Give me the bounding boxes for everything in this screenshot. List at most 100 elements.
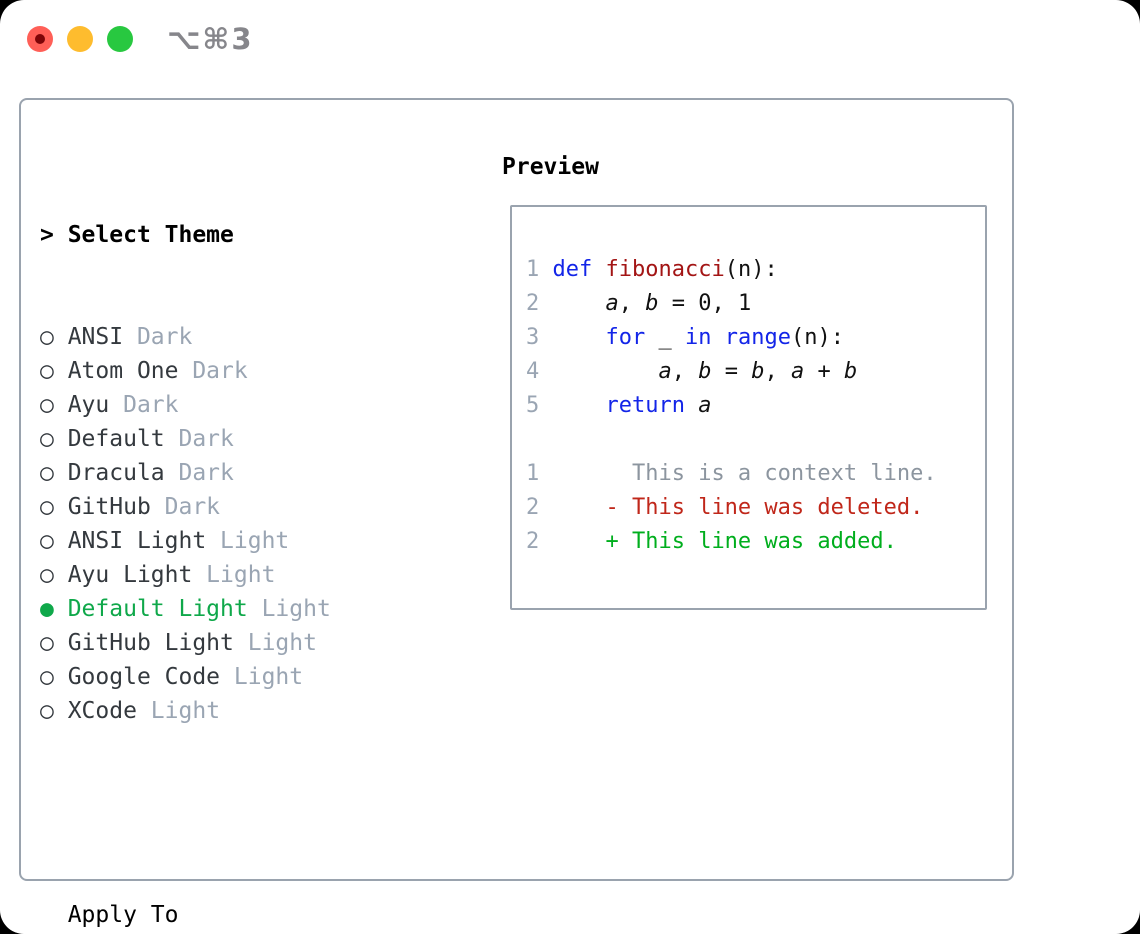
code-segment-var: a (605, 291, 619, 316)
code-segment-kw: return (605, 393, 685, 418)
theme-option-ayu[interactable]: ○ Ayu Dark (40, 388, 490, 422)
code-segment-fn: fibonacci (605, 257, 725, 282)
radio-unselected-icon: ○ (40, 698, 68, 724)
theme-option-xcode[interactable]: ○ XCode Light (40, 694, 490, 728)
option-label: Atom One (67, 358, 179, 384)
code-line: 2 + This line was added. (526, 525, 977, 559)
code-segment-ctx: This is a context line. (552, 461, 937, 486)
radio-unselected-icon: ○ (40, 426, 68, 452)
code-line: 1 This is a context line. (526, 457, 977, 491)
theme-option-atom-one[interactable]: ○ Atom One Dark (40, 354, 490, 388)
option-label: ANSI (67, 324, 124, 350)
option-label: ANSI Light (67, 528, 207, 554)
radio-unselected-icon: ○ (40, 528, 68, 554)
code-segment-var: b (751, 359, 765, 384)
theme-option-default-light[interactable]: ● Default Light Light (40, 592, 490, 626)
code-segment-pl: (n): (724, 257, 778, 282)
theme-variant-label: Light (247, 596, 331, 622)
theme-picker-panel: > Select Theme ○ ANSI Dark○ Atom One Dar… (19, 98, 1014, 928)
preview-lines: 1 def fibonacci(n): 2 a, b = 0, 1 3 for _ … (526, 253, 977, 559)
code-segment-pl (553, 393, 606, 418)
line-number: 1 (526, 257, 553, 282)
code-segment-pl (685, 393, 698, 418)
spacer (40, 796, 490, 830)
theme-variant-label: Dark (123, 324, 193, 350)
code-segment-var: b (645, 291, 659, 316)
minimize-button[interactable] (67, 26, 93, 52)
code-segment-kw: for (605, 325, 646, 350)
line-number: 2 (526, 291, 553, 316)
code-segment-pl: (n): (790, 325, 844, 350)
theme-list-column: > Select Theme ○ ANSI Dark○ Atom One Dar… (40, 150, 490, 934)
line-number: 1 (526, 461, 553, 486)
code-line: 5 return a (526, 389, 977, 423)
code-line: 2 - This line was deleted. (526, 491, 977, 525)
code-segment-var: b (698, 359, 712, 384)
close-button[interactable] (27, 26, 53, 52)
theme-option-default[interactable]: ○ Default Dark (40, 422, 490, 456)
titlebar: ⌥⌘3 (0, 0, 1140, 78)
option-label: XCode (67, 698, 137, 724)
line-number: 5 (526, 393, 553, 418)
radio-unselected-icon: ○ (40, 562, 68, 588)
option-label: Ayu Light (67, 562, 193, 588)
code-segment-var: a (658, 359, 672, 384)
code-segment-pl: , (764, 359, 791, 384)
zoom-button[interactable] (107, 26, 133, 52)
code-segment-pl (553, 325, 606, 350)
line-number: 3 (526, 325, 553, 350)
radio-unselected-icon: ○ (40, 324, 68, 350)
radio-unselected-icon: ○ (40, 358, 68, 384)
code-line: 1 def fibonacci(n): (526, 253, 977, 287)
code-segment-var: a (790, 359, 805, 384)
select-theme-header: > Select Theme (40, 218, 490, 252)
code-segment-var: b (843, 359, 858, 384)
window-title-shortcut: ⌥⌘3 (167, 22, 254, 56)
preview-code-box: 1 def fibonacci(n): 2 a, b = 0, 1 3 for _ … (510, 205, 987, 610)
theme-option-ayu-light[interactable]: ○ Ayu Light Light (40, 558, 490, 592)
line-number: 2 (526, 495, 553, 520)
apply-to-header-label: Apply To (67, 902, 179, 928)
option-label: Dracula (67, 460, 165, 486)
option-label: Ayu (67, 392, 110, 418)
radio-unselected-icon: ○ (40, 392, 68, 418)
code-segment-pl (553, 359, 659, 384)
theme-option-ansi[interactable]: ○ ANSI Dark (40, 320, 490, 354)
radio-unselected-icon: ○ (40, 664, 68, 690)
theme-option-dracula[interactable]: ○ Dracula Dark (40, 456, 490, 490)
theme-variant-label: Dark (164, 460, 234, 486)
theme-option-github[interactable]: ○ GitHub Dark (40, 490, 490, 524)
apply-to-header: Apply To (40, 898, 490, 932)
code-segment-pl: , (618, 291, 646, 316)
theme-variant-label: Light (136, 698, 221, 724)
option-label: Google Code (67, 664, 221, 690)
code-segment-add: + This line was added. (552, 529, 897, 554)
theme-variant-label: Light (220, 664, 304, 690)
code-segment-del: - This line was deleted. (552, 495, 924, 520)
code-segment-pl: + (804, 359, 844, 384)
option-label: GitHub Light (67, 630, 234, 656)
preview-header: Preview (502, 154, 599, 180)
code-line (526, 423, 977, 457)
select-theme-header-label: Select Theme (67, 222, 234, 248)
option-label: GitHub (67, 494, 151, 520)
code-line: 3 for _ in range(n): (526, 321, 977, 355)
code-segment-pl: , (671, 359, 699, 384)
code-segment-pl: = 0, 1 (658, 291, 752, 316)
theme-option-google-code[interactable]: ○ Google Code Light (40, 660, 490, 694)
code-segment-var: a (698, 393, 712, 418)
code-segment-pl: _ (645, 325, 685, 350)
theme-variant-label: Light (233, 630, 317, 656)
code-segment-kw: range (724, 325, 791, 350)
radio-unselected-icon: ○ (40, 460, 68, 486)
code-segment-kw: in (684, 325, 712, 350)
radio-unselected-icon: ○ (40, 630, 68, 656)
theme-list: ○ ANSI Dark○ Atom One Dark○ Ayu Dark○ De… (40, 320, 490, 728)
theme-option-ansi-light[interactable]: ○ ANSI Light Light (40, 524, 490, 558)
theme-option-github-light[interactable]: ○ GitHub Light Light (40, 626, 490, 660)
code-segment-pl (711, 325, 724, 350)
code-segment-pl: = (711, 359, 752, 384)
option-label: Default Light (67, 596, 248, 622)
theme-variant-label: Dark (150, 494, 221, 520)
